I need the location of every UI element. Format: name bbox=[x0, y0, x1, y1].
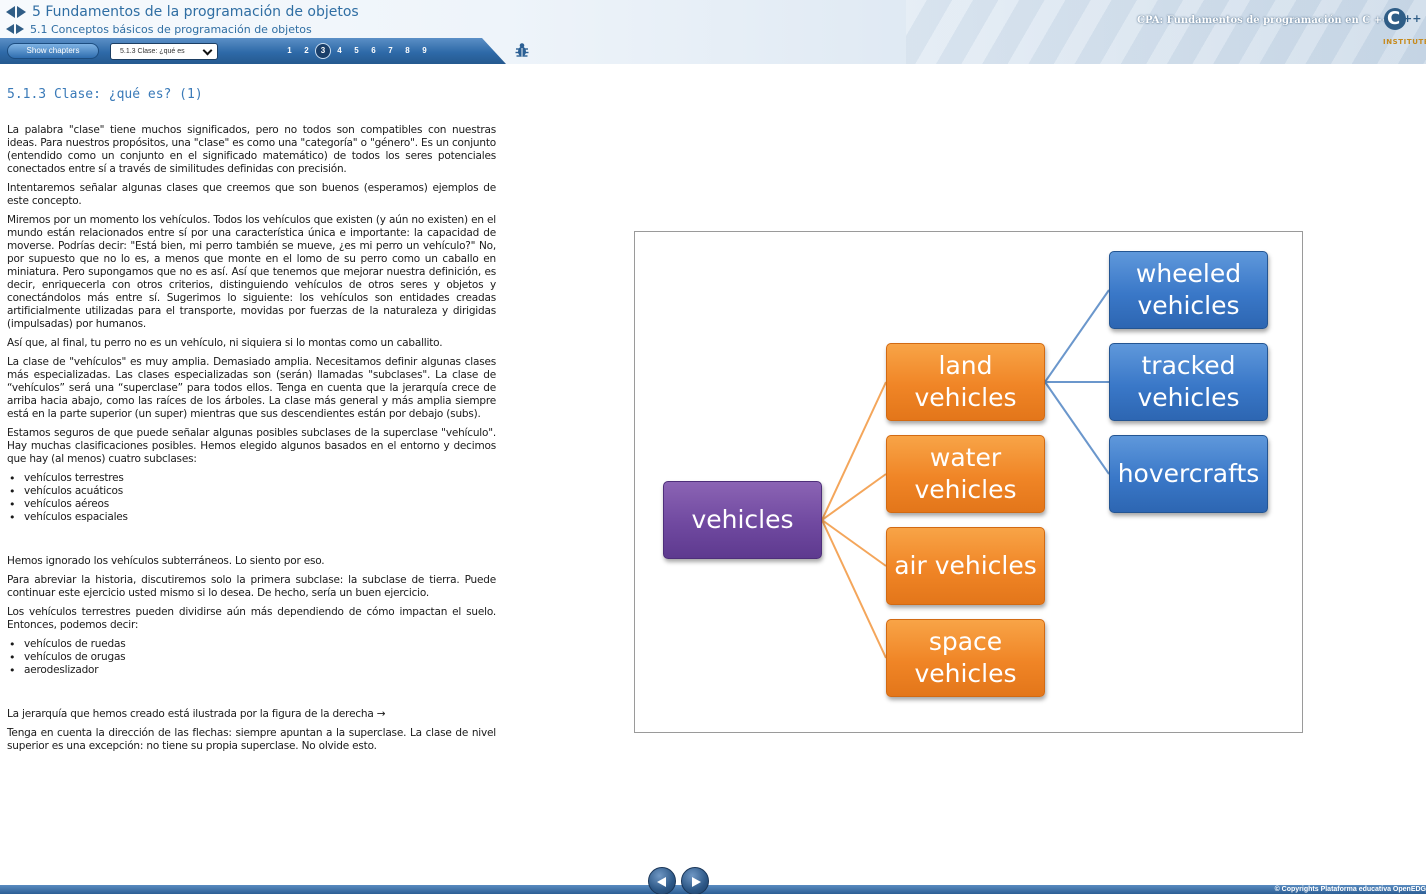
list-item: vehículos acuáticos bbox=[9, 485, 496, 498]
paragraph: Los vehículos terrestres pueden dividirs… bbox=[7, 606, 496, 631]
copyright: © Copyrights Plataforma educativa OpenED… bbox=[1274, 886, 1426, 893]
logo-circle bbox=[1384, 8, 1406, 30]
connector-land-2 bbox=[1044, 381, 1110, 475]
chevron-down-icon bbox=[202, 45, 213, 56]
page-link-4[interactable]: 4 bbox=[337, 46, 342, 55]
diagram-connectors bbox=[821, 289, 1110, 659]
arrow-right-icon bbox=[692, 877, 701, 887]
page-link-5[interactable]: 5 bbox=[354, 46, 359, 55]
page-select[interactable]: 5.1.3 Clase: ¿qué es bbox=[110, 43, 218, 60]
paragraph: La palabra "clase" tiene muchos signific… bbox=[7, 124, 496, 175]
node-air-vehicles: air vehicles bbox=[886, 527, 1045, 605]
list-item: vehículos espaciales bbox=[9, 511, 496, 524]
list-item: vehículos terrestres bbox=[9, 472, 496, 485]
class-hierarchy-diagram: vehicles land vehicles water vehicles ai… bbox=[634, 231, 1303, 733]
node-tracked-vehicles: tracked vehicles bbox=[1109, 343, 1268, 421]
page-link-6[interactable]: 6 bbox=[371, 46, 376, 55]
arrow-left-icon bbox=[657, 877, 666, 887]
node-land-vehicles: land vehicles bbox=[886, 343, 1045, 421]
list-item: vehículos de orugas bbox=[9, 651, 496, 664]
logo-plus: ++ bbox=[1403, 12, 1422, 25]
paragraph: La clase de "vehículos" es muy amplia. D… bbox=[7, 356, 496, 420]
chapter-title: 5 Fundamentos de la programación de obje… bbox=[32, 4, 359, 20]
subclass-list: vehículos terrestres vehículos acuáticos… bbox=[9, 472, 496, 524]
lesson-title: 5.1.3 Clase: ¿qué es? (1) bbox=[7, 87, 203, 102]
paragraph: La jerarquía que hemos creado está ilust… bbox=[7, 708, 386, 720]
lesson-text: La palabra "clase" tiene muchos signific… bbox=[7, 124, 496, 759]
logo-letter: C bbox=[1387, 8, 1401, 29]
course-title: CPA: Fundamentos de programación en C ++ bbox=[1137, 15, 1391, 26]
footer-bar bbox=[0, 885, 1426, 894]
paragraph: Estamos seguros de que puede señalar alg… bbox=[7, 427, 496, 465]
page-link-3[interactable]: 3 bbox=[315, 43, 331, 59]
spacer bbox=[7, 683, 496, 708]
prev-section-icon[interactable] bbox=[6, 24, 14, 34]
connector-root-2 bbox=[821, 519, 887, 567]
list-item: vehículos aéreos bbox=[9, 498, 496, 511]
connector-root-3 bbox=[821, 519, 887, 659]
bug-report-icon[interactable] bbox=[513, 41, 531, 59]
list-item: vehículos de ruedas bbox=[9, 638, 496, 651]
next-section-icon[interactable] bbox=[16, 24, 24, 34]
connector-land-0 bbox=[1044, 289, 1110, 383]
page-select-value: 5.1.3 Clase: ¿qué es bbox=[120, 48, 185, 55]
node-space-vehicles: space vehicles bbox=[886, 619, 1045, 697]
logo-subtitle: INSTITUTE bbox=[1383, 38, 1426, 46]
header-background-photo bbox=[906, 0, 1426, 64]
node-vehicles: vehicles bbox=[663, 481, 822, 559]
paragraph: Para abreviar la historia, discutiremos … bbox=[7, 574, 496, 599]
section-nav: 5.1 Conceptos básicos de programación de… bbox=[6, 21, 312, 37]
node-water-vehicles: water vehicles bbox=[886, 435, 1045, 513]
node-hovercrafts: hovercrafts bbox=[1109, 435, 1268, 513]
page-link-1[interactable]: 1 bbox=[287, 46, 292, 55]
connector-root-0 bbox=[821, 381, 887, 521]
paragraph: Hemos ignorado los vehículos subterráneo… bbox=[7, 555, 325, 567]
spacer bbox=[7, 530, 496, 555]
paragraph: Así que, al final, tu perro no es un veh… bbox=[7, 337, 443, 349]
page-link-8[interactable]: 8 bbox=[405, 46, 410, 55]
list-item: aerodeslizador bbox=[9, 664, 496, 677]
next-page-button[interactable] bbox=[681, 867, 709, 894]
page-link-2[interactable]: 2 bbox=[304, 46, 309, 55]
paragraph: Tenga en cuenta la dirección de las flec… bbox=[7, 727, 496, 752]
header: 5 Fundamentos de la programación de obje… bbox=[0, 0, 1426, 64]
page-link-9[interactable]: 9 bbox=[422, 46, 427, 55]
show-chapters-button[interactable]: Show chapters bbox=[7, 43, 99, 59]
paragraph: Miremos por un momento los vehículos. To… bbox=[7, 214, 496, 330]
prev-page-button[interactable] bbox=[648, 867, 676, 894]
land-subclass-list: vehículos de ruedas vehículos de orugas … bbox=[9, 638, 496, 677]
section-title: 5.1 Conceptos básicos de programación de… bbox=[30, 22, 312, 36]
paragraph: Intentaremos señalar algunas clases que … bbox=[7, 182, 496, 207]
cpp-institute-logo: C ++ INSTITUTE bbox=[1382, 6, 1426, 50]
next-chapter-icon[interactable] bbox=[17, 6, 26, 18]
prev-chapter-icon[interactable] bbox=[6, 6, 15, 18]
connector-root-1 bbox=[821, 473, 887, 521]
node-wheeled-vehicles: wheeled vehicles bbox=[1109, 251, 1268, 329]
page-link-7[interactable]: 7 bbox=[388, 46, 393, 55]
chapter-nav: 5 Fundamentos de la programación de obje… bbox=[6, 4, 359, 20]
